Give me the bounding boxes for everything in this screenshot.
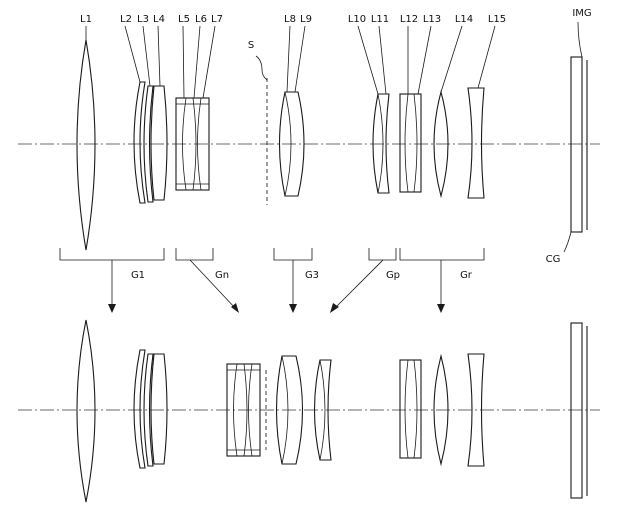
lens-l5-l7-bottom (226, 363, 261, 457)
lens-l3-top (143, 85, 154, 203)
lens-l10-l11-top (372, 93, 390, 194)
label-l7: L7 (211, 14, 223, 25)
label-g1: G1 (131, 270, 145, 281)
top-configuration: L1 L2 L3 L4 L5 L6 L7 S L8 L9 L10 L11 L12… (18, 8, 600, 265)
label-l9: L9 (300, 14, 312, 25)
lens-l2-bottom (133, 349, 146, 469)
lens-l4-bottom (150, 353, 168, 465)
label-l10: L10 (348, 14, 366, 25)
leader-lines-top (85, 21, 583, 253)
label-gn: Gn (215, 270, 229, 281)
label-l5: L5 (178, 14, 190, 25)
label-gr: Gr (460, 270, 473, 281)
label-l6: L6 (195, 14, 207, 25)
bracket-g3 (273, 248, 313, 261)
label-l8: L8 (284, 14, 296, 25)
lens-l14-bottom (433, 353, 449, 467)
label-l14: L14 (455, 14, 473, 25)
lens-l1-top (76, 39, 96, 251)
label-l12: L12 (400, 14, 418, 25)
label-s: S (248, 40, 254, 51)
label-l15: L15 (488, 14, 506, 25)
cover-glass-top (570, 56, 583, 233)
label-l1: L1 (80, 14, 92, 25)
lens-l3-bottom (143, 353, 154, 467)
label-gp: Gp (386, 270, 400, 281)
lens-l4-top (150, 85, 168, 201)
lens-l5-l7-top (175, 97, 210, 191)
label-l3: L3 (137, 14, 149, 25)
bracket-gr (399, 248, 485, 261)
label-l4: L4 (153, 14, 165, 25)
bottom-configuration (18, 319, 600, 503)
label-img: IMG (572, 8, 591, 19)
lens-l8-l9-interface-top (284, 91, 292, 197)
label-l2: L2 (120, 14, 132, 25)
lens-l12-l13-top (399, 93, 422, 193)
cover-glass-bottom (570, 322, 583, 499)
bracket-g1 (59, 248, 165, 261)
lens-l8-l9-bottom (275, 355, 303, 465)
lens-l15-top (467, 87, 485, 199)
label-l11: L11 (371, 14, 389, 25)
group-brackets (59, 248, 485, 313)
bracket-gp (368, 248, 397, 261)
bracket-gn (175, 248, 214, 261)
lens-l8-l9-top (278, 91, 305, 197)
lens-l10-l11-bottom (313, 359, 332, 461)
lens-l1-bottom (76, 319, 96, 503)
lens-l2-top (133, 81, 146, 204)
lens-l14-top (433, 89, 449, 199)
lens-l10-l11-interface-top (377, 93, 384, 194)
label-cg: CG (546, 254, 561, 265)
label-g3: G3 (305, 270, 319, 281)
lens-l12-l13-bottom (399, 359, 422, 459)
lens-l15-bottom (467, 353, 485, 467)
label-l13: L13 (423, 14, 441, 25)
